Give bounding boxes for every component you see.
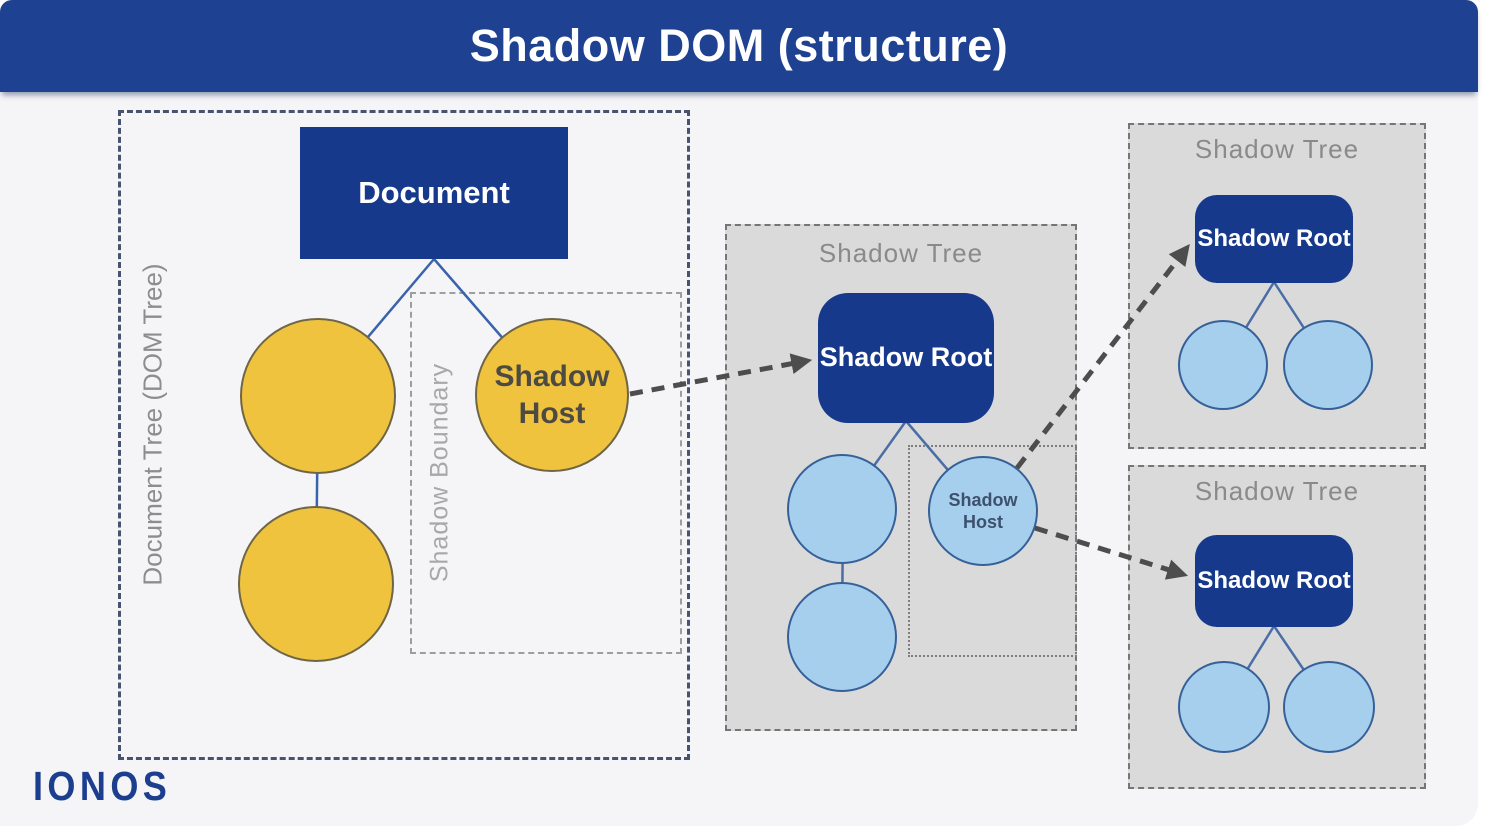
dom-element-node bbox=[240, 318, 396, 474]
shadow-tree-title-bottom-right: Shadow Tree bbox=[1194, 476, 1360, 506]
shadow-root-node-top-right: Shadow Root bbox=[1195, 195, 1353, 283]
shadow-boundary-label: Shadow Boundary bbox=[425, 362, 454, 583]
shadow-element-node bbox=[787, 454, 897, 564]
document-tree-frame-label: Document Tree (DOM Tree) bbox=[137, 263, 168, 586]
shadow-element-node bbox=[1178, 320, 1268, 410]
dom-element-node bbox=[238, 506, 394, 662]
document-node: Document bbox=[300, 127, 568, 259]
shadow-tree-title-main: Shadow Tree bbox=[818, 238, 984, 268]
shadow-element-node bbox=[1178, 661, 1270, 753]
shadow-tree-title-top-right: Shadow Tree bbox=[1194, 134, 1360, 164]
shadow-element-node bbox=[1283, 320, 1373, 410]
shadow-host-node: Shadow Host bbox=[475, 318, 629, 472]
shadow-tree-panel-top-right: Shadow Tree bbox=[1128, 123, 1426, 449]
page-title: Shadow DOM (structure) bbox=[469, 20, 1009, 71]
header-bar: Shadow DOM (structure) bbox=[0, 0, 1478, 92]
shadow-root-node-bottom-right: Shadow Root bbox=[1195, 535, 1353, 627]
document-tree-frame bbox=[118, 110, 690, 760]
ionos-logo: IONOS bbox=[33, 763, 172, 809]
shadow-element-node bbox=[1283, 661, 1375, 753]
shadow-element-node bbox=[787, 582, 897, 692]
nested-shadow-host-node: Shadow Host bbox=[928, 456, 1038, 566]
shadow-root-node-main: Shadow Root bbox=[818, 293, 994, 423]
shadow-tree-panel-bottom-right: Shadow Tree bbox=[1128, 465, 1426, 789]
